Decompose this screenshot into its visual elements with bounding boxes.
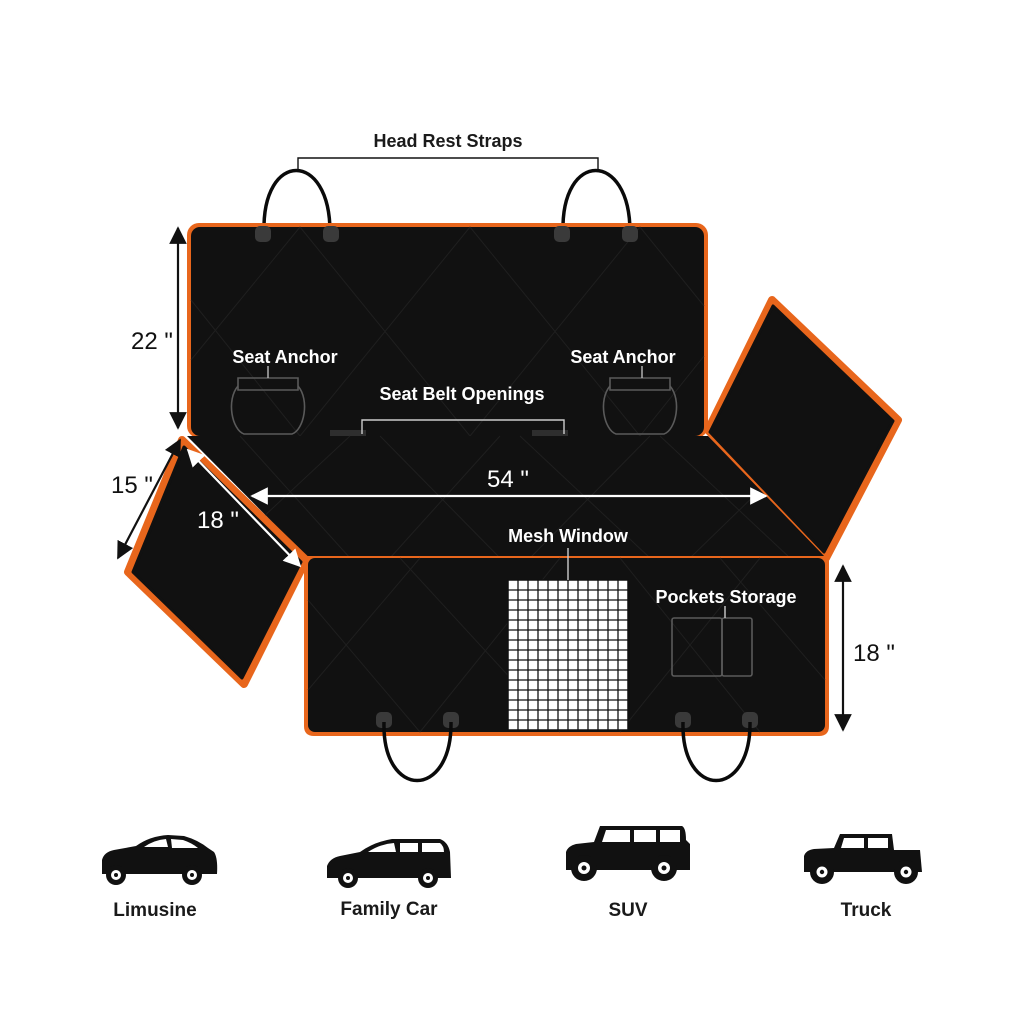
- vehicle-label-family-car: Family Car: [340, 899, 438, 920]
- seat-anchor-right-label: Seat Anchor: [570, 347, 675, 367]
- pocket-right: [721, 617, 753, 677]
- seat-belt-slot-left: [330, 430, 366, 438]
- seat-anchor-left-label: Seat Anchor: [232, 347, 337, 367]
- side-flap-height-label: 15 ": [111, 472, 153, 499]
- seat-belt-openings-label: Seat Belt Openings: [379, 384, 544, 404]
- vehicle-label-truck: Truck: [840, 900, 892, 921]
- front-drop-label: 18 ": [853, 640, 895, 667]
- side-flap-right: [704, 296, 902, 562]
- bottom-strap-right: [681, 721, 752, 783]
- vehicle-label-suv: SUV: [608, 900, 648, 921]
- vehicle-label-limusine: Limusine: [113, 900, 197, 921]
- side-flap-height-arrow: [117, 438, 181, 560]
- seat-belt-bracket: [361, 419, 565, 434]
- pockets-storage-label: Pockets Storage: [655, 587, 796, 607]
- vehicle-icons: [102, 826, 922, 888]
- truck-icon: [804, 834, 922, 884]
- seat-width-label: 54 ": [487, 466, 529, 493]
- side-flap-width-arrow: [186, 448, 302, 568]
- front-panel: [304, 556, 829, 736]
- back-panel: [187, 223, 708, 438]
- seat-belt-slot-right: [532, 430, 568, 438]
- side-flap-width-label: 18 ": [197, 507, 239, 534]
- callout-lines: [267, 157, 726, 618]
- head-rest-straps-label: Head Rest Straps: [373, 131, 522, 151]
- sedan-icon: [102, 835, 218, 885]
- mesh-window: [507, 579, 629, 731]
- suv-icon: [566, 826, 690, 881]
- seat-anchor-right: [602, 377, 678, 435]
- head-rest-straps: [262, 168, 632, 233]
- back-height-label: 22 ": [131, 328, 173, 355]
- mesh-window-label: Mesh Window: [508, 526, 629, 546]
- seat-anchor-left: [230, 377, 306, 435]
- hatchback-icon: [327, 839, 451, 888]
- head-rest-strap-right: [561, 168, 632, 233]
- bottom-strap-left: [382, 721, 453, 783]
- bottom-straps: [382, 721, 752, 783]
- dimension-arrows: [117, 226, 852, 732]
- head-rest-bracket: [297, 157, 599, 170]
- head-rest-strap-left: [262, 168, 332, 233]
- storage-pockets: [671, 617, 753, 677]
